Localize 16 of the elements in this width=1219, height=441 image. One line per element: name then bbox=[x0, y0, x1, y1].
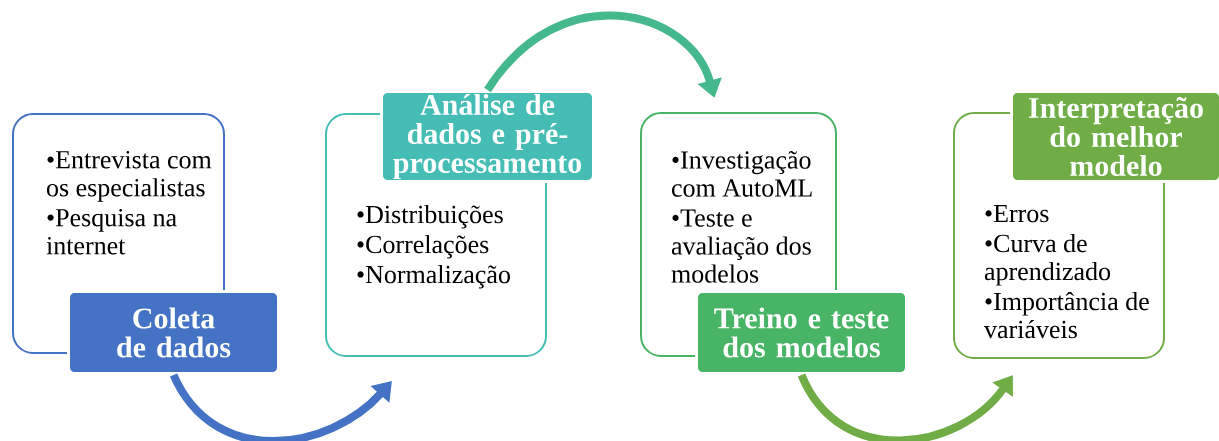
bullet-item: •Normalização bbox=[357, 265, 510, 289]
bullet-item: •Investigação com AutoML bbox=[672, 151, 812, 197]
bullet-item: •Correlações bbox=[357, 235, 489, 259]
bullet-item: •Entrevista com os especialistas bbox=[47, 151, 212, 202]
bullet-item: •Teste e avaliação dos modelos bbox=[671, 209, 811, 283]
step-label: Treino e teste dos modelos bbox=[695, 290, 908, 375]
bullet-item: •Pesquisa na internet bbox=[46, 209, 177, 255]
bullet-item: •Distribuições bbox=[357, 205, 503, 229]
step-label: Interpretação do melhor modelo bbox=[1010, 90, 1219, 183]
step-label: Análise de dados e pré-processamento bbox=[380, 90, 595, 183]
step-label: Coleta de dados bbox=[67, 290, 280, 375]
curved-arrow bbox=[170, 373, 392, 441]
bullet-item: •Erros bbox=[985, 205, 1049, 223]
bullet-item: •Curva de aprendizado bbox=[984, 234, 1111, 286]
curved-arrow bbox=[797, 373, 1013, 441]
bullet-item: •Importância de variáveis bbox=[984, 291, 1149, 339]
